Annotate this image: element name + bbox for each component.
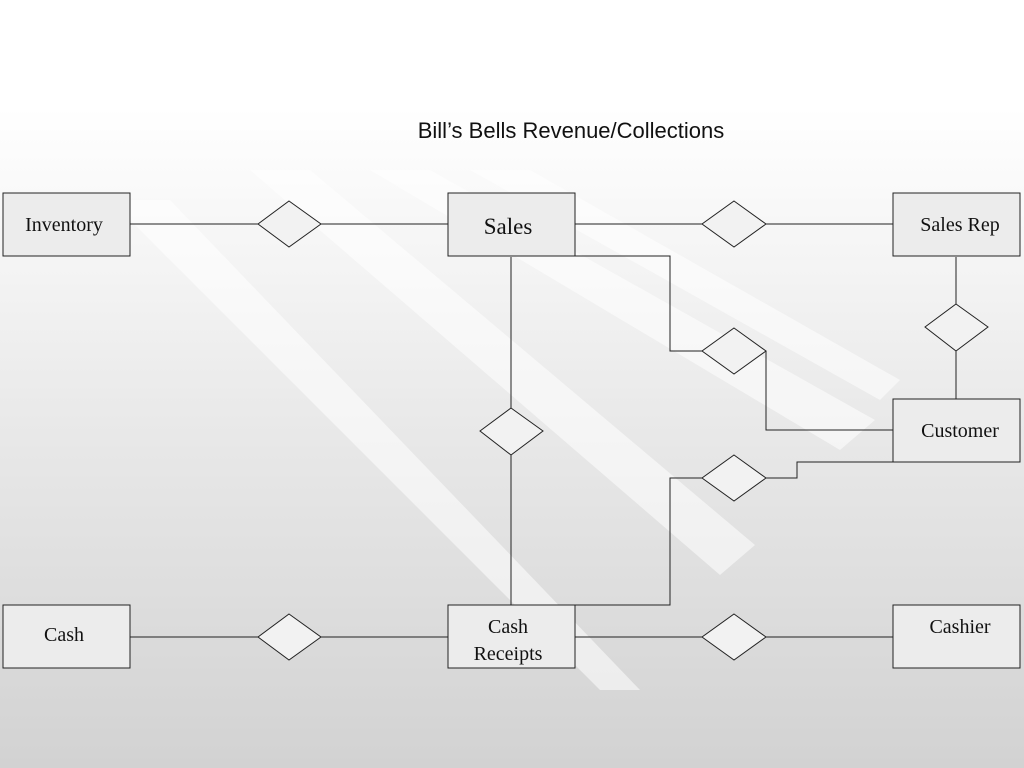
- svg-text:Receipts: Receipts: [474, 643, 543, 665]
- line-sales-rel-customer: [575, 255, 702, 352]
- svg-text:Cash: Cash: [44, 624, 84, 646]
- svg-text:Cash: Cash: [488, 616, 528, 638]
- line-rel-customer: [765, 351, 893, 431]
- line-rel-customer-bottom: [766, 461, 893, 479]
- entity-sales-rep: Sales Rep: [892, 192, 1021, 257]
- entity-inventory: Inventory: [2, 192, 131, 257]
- relationship-cashreceipts-cashier: [701, 613, 767, 661]
- entity-sales: Sales: [447, 192, 576, 257]
- relationship-sales-customer: [701, 327, 767, 375]
- relationships: [257, 200, 989, 661]
- relationship-salesrep-customer: [924, 303, 989, 352]
- relationship-sales-cashreceipts: [479, 407, 544, 456]
- relationship-inventory-sales: [257, 200, 322, 248]
- svg-text:Sales: Sales: [484, 214, 533, 239]
- svg-text:Customer: Customer: [921, 420, 999, 442]
- svg-text:Inventory: Inventory: [25, 214, 103, 236]
- entity-cash-receipts: Cash Receipts: [447, 604, 576, 669]
- connectors: [130, 223, 957, 638]
- diagram-title: Bill’s Bells Revenue/Collections: [417, 118, 725, 143]
- line-cashreceipts-rel-customer: [575, 477, 702, 606]
- svg-text:Sales Rep: Sales Rep: [920, 214, 999, 236]
- relationship-sales-salesrep: [701, 200, 767, 248]
- entity-cash: Cash: [2, 604, 131, 669]
- entity-customer: Customer: [892, 398, 1021, 463]
- relationship-cash-cashreceipts: [257, 613, 322, 661]
- relationship-cashreceipts-customer: [701, 454, 767, 502]
- entity-cashier: Cashier: [892, 604, 1021, 669]
- svg-text:Cashier: Cashier: [929, 616, 990, 638]
